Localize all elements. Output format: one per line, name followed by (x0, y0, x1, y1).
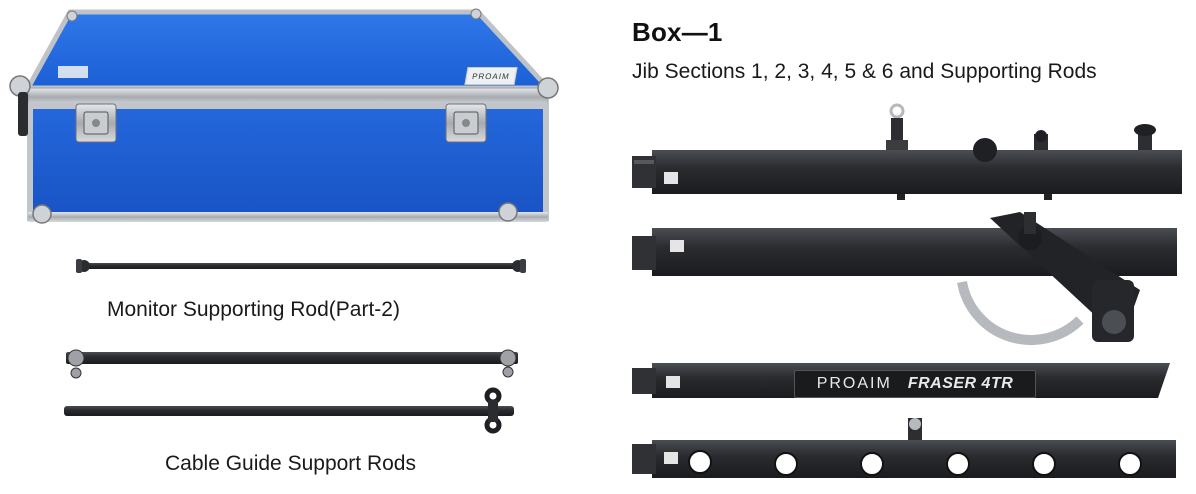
monitor-rod-caption: Monitor Supporting Rod(Part-2) (107, 298, 400, 321)
brand-plate: PROAIM FRASER 4TR (794, 370, 1036, 398)
latch-right (445, 103, 487, 143)
cable-guide-rod-1 (66, 349, 518, 379)
latch-left (75, 103, 117, 143)
jib-section-4 (632, 418, 1176, 478)
lightening-hole (1032, 452, 1056, 476)
lightening-hole (860, 452, 884, 476)
lightening-hole (688, 450, 712, 474)
side-handle (18, 92, 28, 136)
case-sticker (58, 66, 88, 78)
model-name: FRASER 4TR (907, 375, 1014, 392)
brand-name: PROAIM (816, 375, 892, 392)
jib-section-2 (632, 212, 1177, 346)
corner-cap-tr (537, 77, 559, 99)
case-bottom-rail (28, 212, 548, 222)
jib-section-1 (632, 103, 1182, 200)
corner-cap-br (498, 202, 518, 222)
flight-case (9, 8, 559, 224)
corner-cap-bl (32, 204, 52, 224)
lightening-hole (946, 452, 970, 476)
case-brand-label: PROAIM (464, 67, 518, 85)
box-title: Box—1 (632, 17, 723, 47)
cable-guide-rod-2 (64, 387, 514, 434)
cable-rods-caption: Cable Guide Support Rods (165, 452, 416, 475)
lightening-hole (774, 452, 798, 476)
monitor-supporting-rod (76, 259, 526, 273)
box-subtitle: Jib Sections 1, 2, 3, 4, 5 & 6 and Suppo… (632, 60, 1097, 83)
lightening-hole (1118, 452, 1142, 476)
